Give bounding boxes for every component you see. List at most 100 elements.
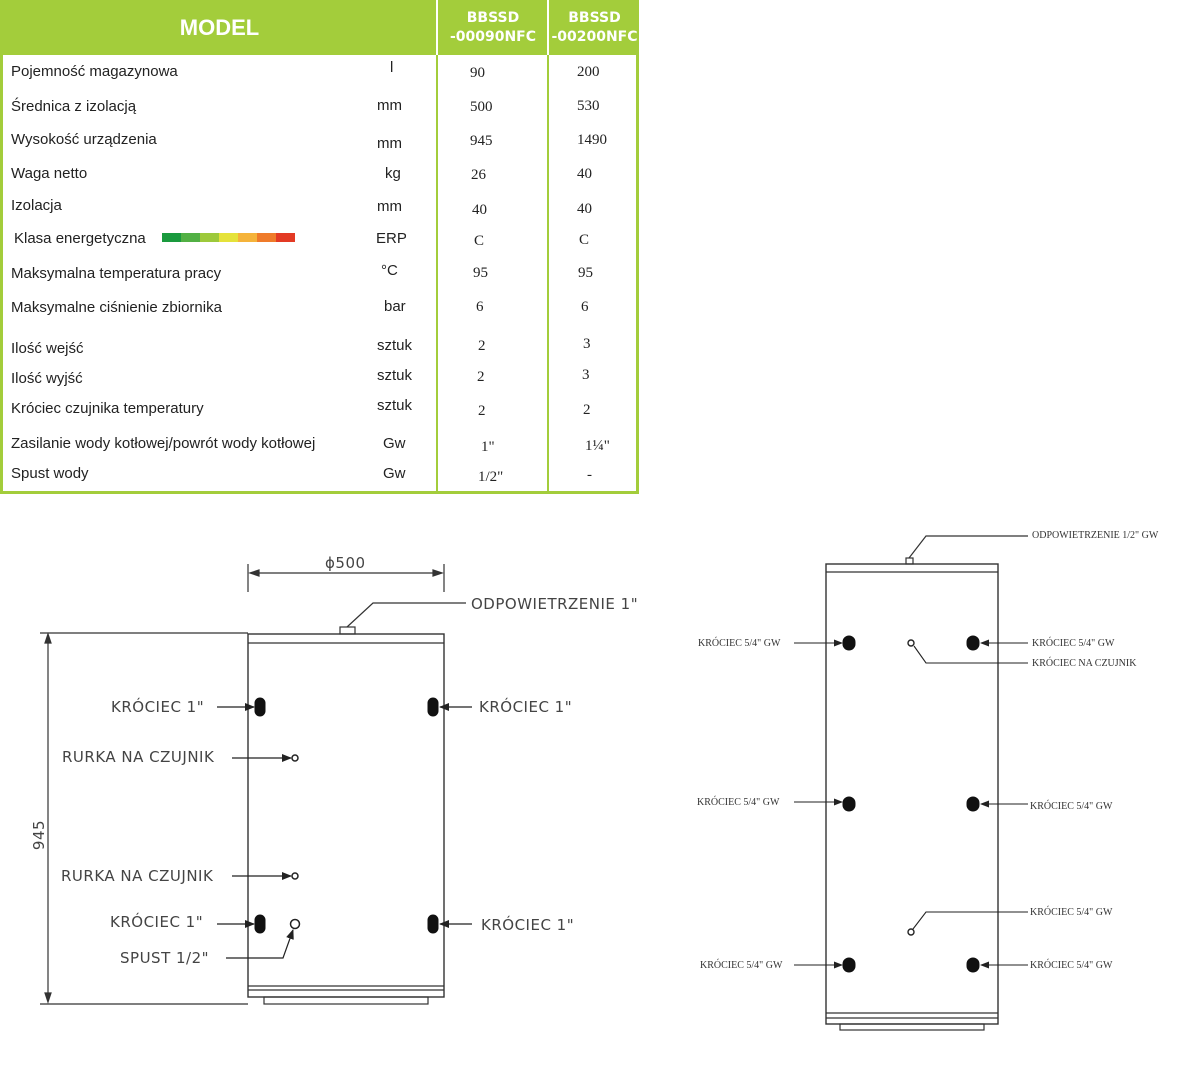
connector-label: KRÓCIEC 5/4" GW	[1030, 800, 1113, 812]
row-value-00200: 1490	[577, 132, 607, 148]
row-value-00200: 6	[581, 299, 589, 315]
row-label: Izolacja	[11, 197, 62, 214]
tank-body	[825, 563, 999, 1025]
spec-table: MODEL BBSSD -00090NFC BBSSD -00200NFC Po…	[0, 0, 639, 494]
connector-left-lower	[254, 914, 266, 934]
sensor-label: KRÓCIEC NA CZUJNIK	[1032, 657, 1137, 669]
sensor-tube-lower	[291, 872, 299, 880]
row-value-00200: 3	[582, 367, 590, 383]
tank-foot	[263, 996, 429, 1005]
row-value-00090: 6	[476, 299, 484, 315]
row-label: Waga netto	[11, 165, 88, 182]
energy-swatch	[181, 233, 200, 242]
vent-fitting	[905, 557, 914, 565]
connector-right-upper	[427, 697, 439, 717]
row-unit: bar	[384, 298, 406, 315]
row-unit: Gw	[383, 435, 406, 452]
connector-label: KRÓCIEC 5/4" GW	[1030, 906, 1113, 918]
row-value-00200: 200	[577, 64, 600, 80]
tank-drawing-large: ODPOWIETRZENIE 1/2" GW KRÓCIEC 5/4" GW K…	[697, 530, 1159, 1031]
diameter-label: ϕ500	[325, 554, 366, 572]
row-value-00090: 500	[470, 99, 493, 115]
energy-swatch	[162, 233, 181, 242]
row-value-00200: 40	[577, 166, 592, 182]
drain-label: SPUST 1/2"	[120, 949, 209, 967]
connector-left-bottom	[842, 957, 856, 973]
row-value-00090: 2	[477, 369, 485, 385]
sensor-tube-upper	[291, 754, 299, 762]
connector-label: KRÓCIEC 1"	[111, 697, 204, 716]
row-label: Spust wody	[11, 465, 89, 482]
connector-left-mid	[842, 796, 856, 812]
sensor-label: RURKA NA CZUJNIK	[61, 867, 214, 885]
energy-swatch	[276, 233, 295, 242]
row-value-00090: 40	[472, 202, 487, 218]
row-unit: °C	[381, 262, 398, 279]
header-divider	[547, 0, 549, 55]
connector-label: KRÓCIEC 5/4" GW	[1032, 637, 1115, 649]
model-header: MODEL	[179, 14, 260, 40]
connector-label: KRÓCIEC 5/4" GW	[697, 796, 780, 808]
energy-class-bar	[162, 233, 295, 242]
row-value-00200: 3	[583, 336, 591, 352]
tank-drawing-small: ϕ500 945 ODPOWIETRZENIE 1" KRÓCIEC 1" KR…	[30, 554, 638, 1005]
connector-right-mid	[966, 796, 980, 812]
energy-swatch	[200, 233, 219, 242]
column-header-00200: BBSSD -00200NFC	[550, 0, 639, 55]
connector-label: KRÓCIEC 1"	[110, 912, 203, 931]
row-unit: mm	[377, 97, 402, 114]
tank-body	[247, 633, 445, 998]
leader-sensor-low	[912, 911, 1028, 930]
energy-swatch	[257, 233, 276, 242]
dimension-arrowheads	[44, 632, 52, 1004]
column-header-00090: BBSSD -00090NFC	[439, 0, 547, 55]
row-label: Średnica z izolacją	[11, 98, 137, 115]
row-unit: sztuk	[377, 337, 413, 354]
vent-leader	[908, 535, 1028, 559]
row-label: Ilość wejść	[11, 340, 84, 357]
row-value-00090: 90	[470, 65, 485, 81]
energy-swatch	[219, 233, 238, 242]
row-label: Wysokość urządzenia	[11, 131, 157, 148]
row-value-00090: 945	[470, 133, 493, 149]
connector-left-upper	[254, 697, 266, 717]
row-value-00200: 40	[577, 201, 592, 217]
vent-leader	[346, 602, 466, 628]
row-value-00200: 530	[577, 98, 600, 114]
row-value-00200: 1¼"	[585, 438, 610, 454]
connector-left-top	[842, 635, 856, 651]
row-unit: kg	[385, 165, 401, 182]
row-unit: ERP	[376, 230, 407, 247]
row-label: Klasa energetyczna	[14, 230, 146, 247]
row-unit: mm	[377, 135, 402, 152]
row-unit: mm	[377, 198, 402, 215]
connector-label: KRÓCIEC 5/4" GW	[698, 637, 781, 649]
row-value-00090: 1"	[481, 439, 495, 455]
leader-sensor	[913, 645, 1028, 664]
vent-label: ODPOWIETRZENIE 1"	[471, 595, 638, 613]
connector-right-lower	[427, 914, 439, 934]
row-unit: Gw	[383, 465, 406, 482]
row-value-00200: 2	[583, 402, 591, 418]
row-label: Maksymalne ciśnienie zbiornika	[11, 299, 222, 316]
column-header-line: BBSSD	[466, 9, 520, 26]
row-label: Zasilanie wody kotłowej/powrót wody kotł…	[11, 435, 316, 452]
dimension-arrowheads	[248, 569, 444, 577]
connector-label: KRÓCIEC 5/4" GW	[700, 959, 783, 971]
row-label: Maksymalna temperatura pracy	[11, 265, 222, 282]
row-value-00200: C	[579, 232, 590, 248]
row-label: Ilość wyjść	[11, 370, 83, 387]
connector-right-bottom	[966, 957, 980, 973]
row-value-00090: 1/2"	[478, 469, 504, 485]
leader-drain	[226, 929, 294, 959]
column-header-line: -00090NFC	[449, 28, 537, 45]
row-unit: sztuk	[377, 367, 413, 384]
row-label: Króciec czujnika temperatury	[11, 400, 204, 417]
header-divider	[436, 0, 438, 55]
row-value-00090: 2	[478, 403, 486, 419]
drain-fitting	[289, 918, 301, 930]
sensor-fitting-upper	[907, 639, 915, 647]
energy-swatch	[238, 233, 257, 242]
row-unit: l	[390, 59, 394, 76]
connector-label: KRÓCIEC 1"	[481, 915, 574, 934]
